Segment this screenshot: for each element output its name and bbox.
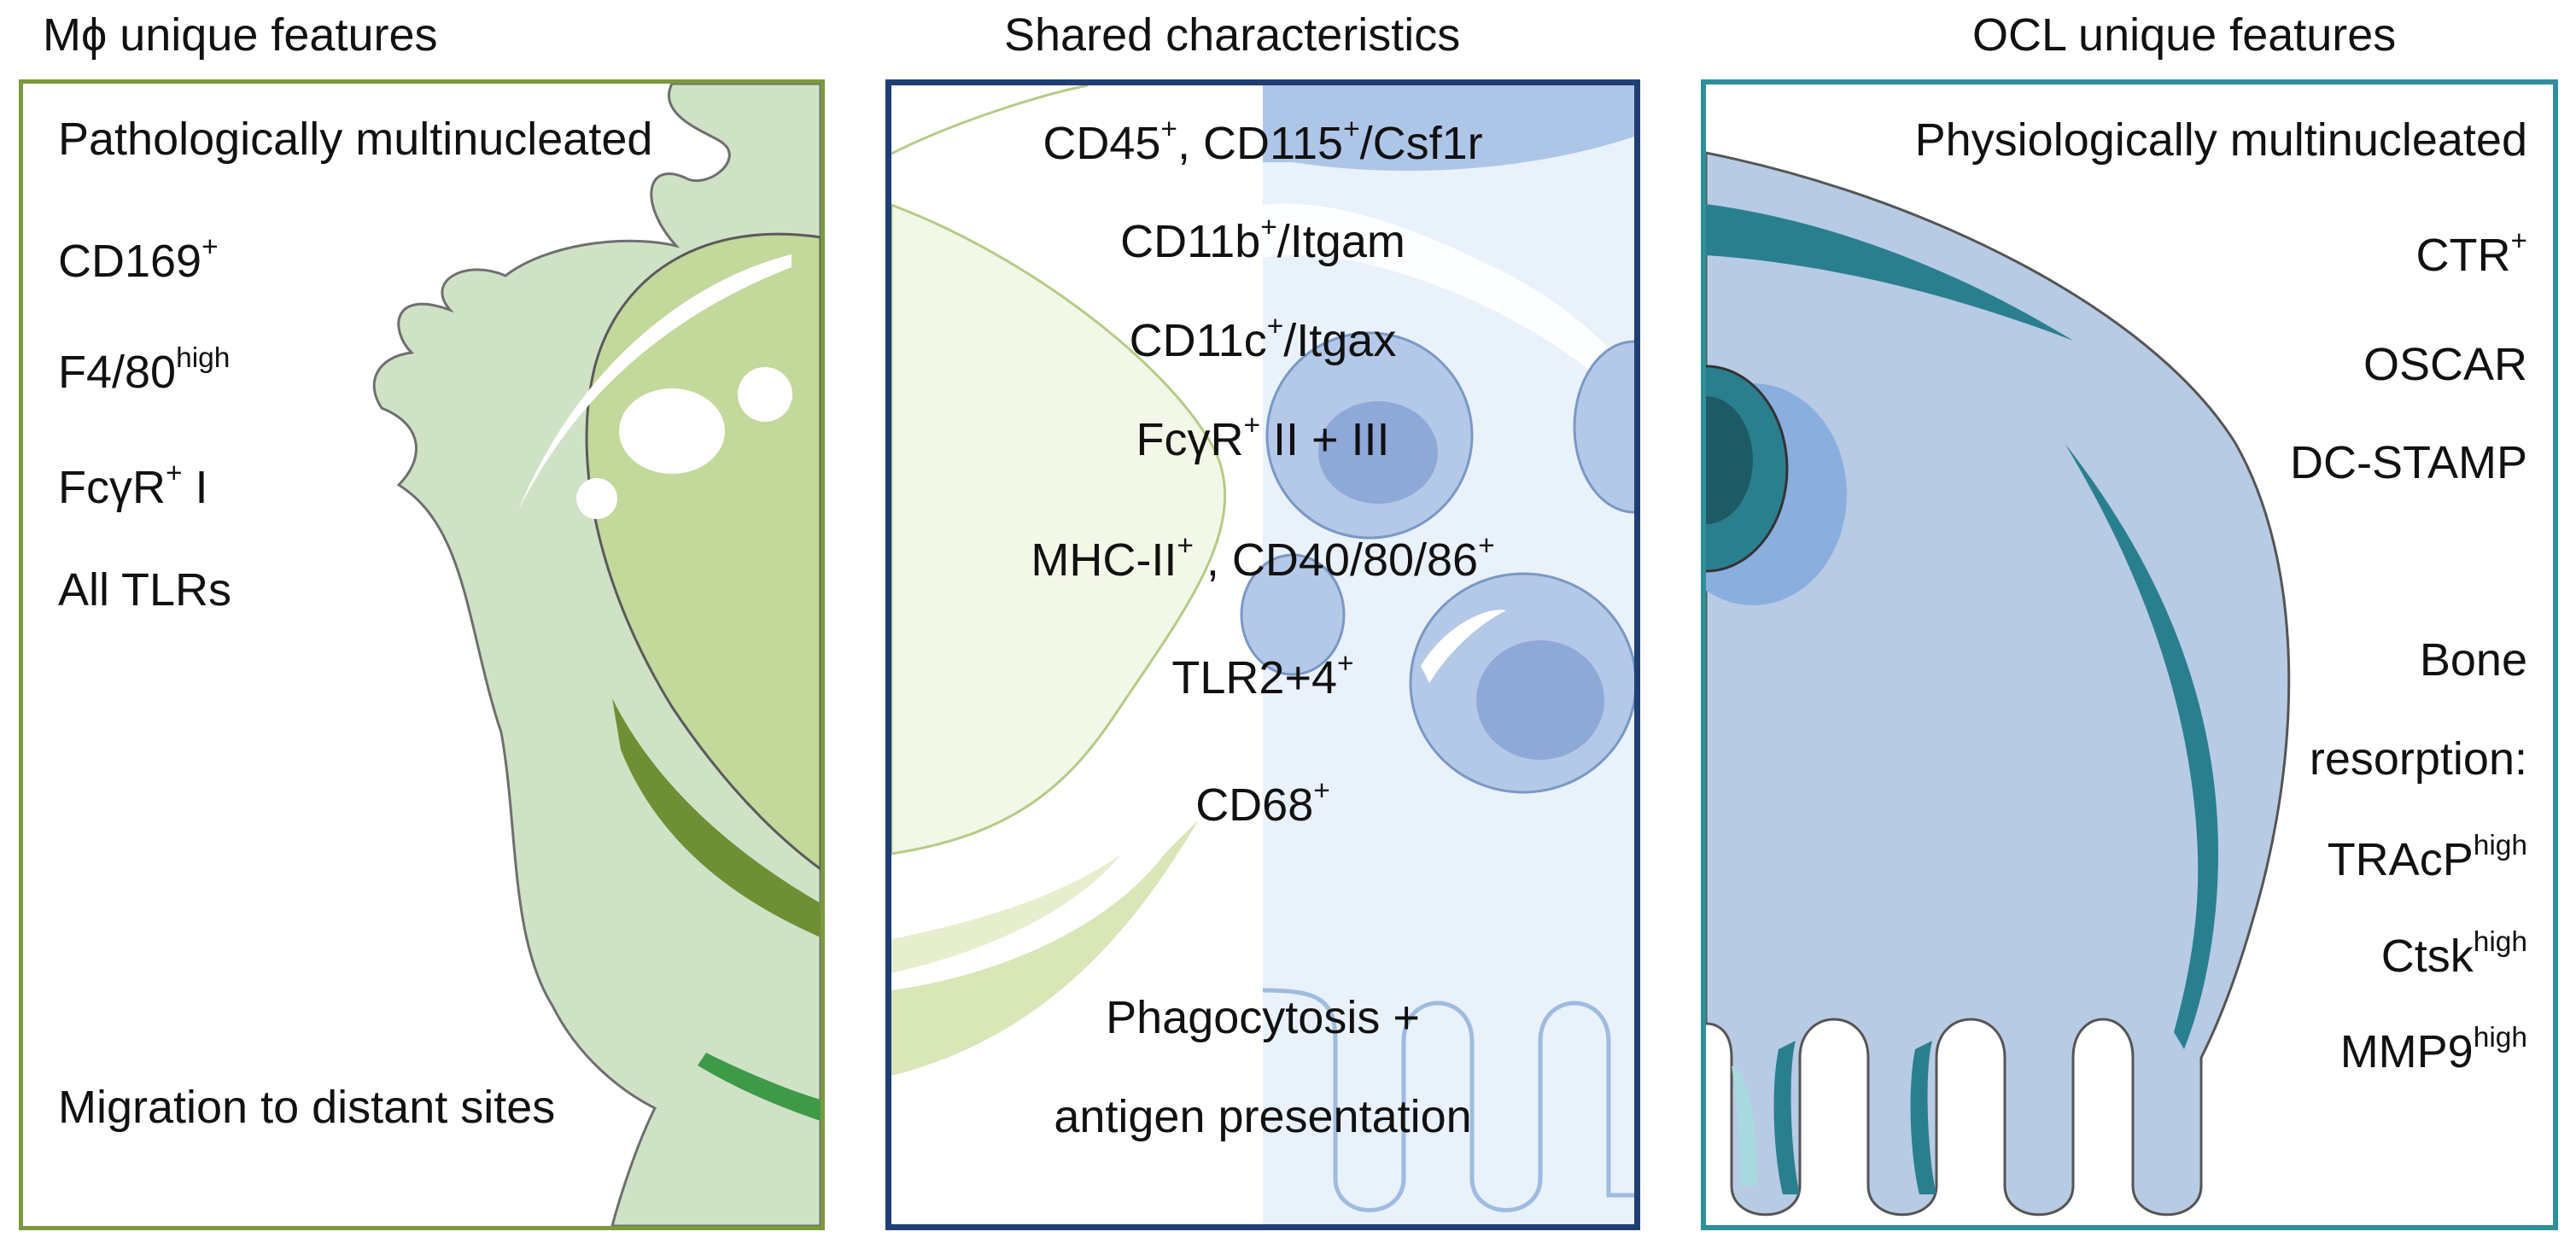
shared-feature: FcγR+ II + III [891,411,1634,468]
shared-feature: CD11b+/Itgam [891,213,1634,270]
shared-feature: CD45+, CD115+/Csf1r [891,115,1634,172]
osteoclast-feature: DC-STAMP [2290,435,2527,491]
macrophage-feature: Pathologically multinucleated [58,111,652,167]
osteoclast-function: Ctskhigh [2381,928,2527,984]
macrophage-feature: F4/80high [58,344,230,400]
osteoclast-function: MMP9high [2340,1024,2527,1080]
vacuole-large [619,388,725,474]
macrophage-feature: All TLRs [58,562,231,618]
osteoclast-function: Bone [2420,632,2527,688]
shared-feature: CD11c+/Itgax [891,312,1634,369]
vacuole-small [576,478,617,519]
macrophage-heading: Mϕ unique features [43,5,438,65]
shared-heading: Shared characteristics [1004,5,1460,65]
osteoclast-feature: Physiologically multinucleated [1915,112,2527,168]
shared-feature: CD68+ [891,777,1634,833]
vacuole-medium [738,367,792,422]
osteoclast-function: TRAcPhigh [2328,832,2527,888]
shared-macrophage-fill [891,205,1225,854]
osteoclast-feature: OSCAR [2363,336,2527,393]
osteoclast-panel: Physiologically multinucleated CTR+ OSCA… [1701,79,2558,1230]
shared-feature: MHC-II+ , CD40/80/86+ [891,532,1634,588]
macrophage-feature: FcγR+ I [58,459,208,516]
macrophage-panel: Pathologically multinucleated CD169+ F4/… [19,79,825,1230]
shared-function-label: antigen presentation [891,1088,1634,1145]
shared-function-label: Phagocytosis + [891,989,1634,1046]
macrophage-migration-label: Migration to distant sites [58,1079,555,1135]
shared-panel: CD45+, CD115+/Csf1r CD11b+/Itgam CD11c+/… [885,79,1640,1230]
osteoclast-feature: CTR+ [2415,227,2527,283]
macrophage-feature: CD169+ [58,233,219,289]
osteoclast-heading: OCL unique features [1972,5,2396,65]
osteoclast-function: resorption: [2310,731,2527,787]
shared-feature: TLR2+4+ [891,650,1634,706]
